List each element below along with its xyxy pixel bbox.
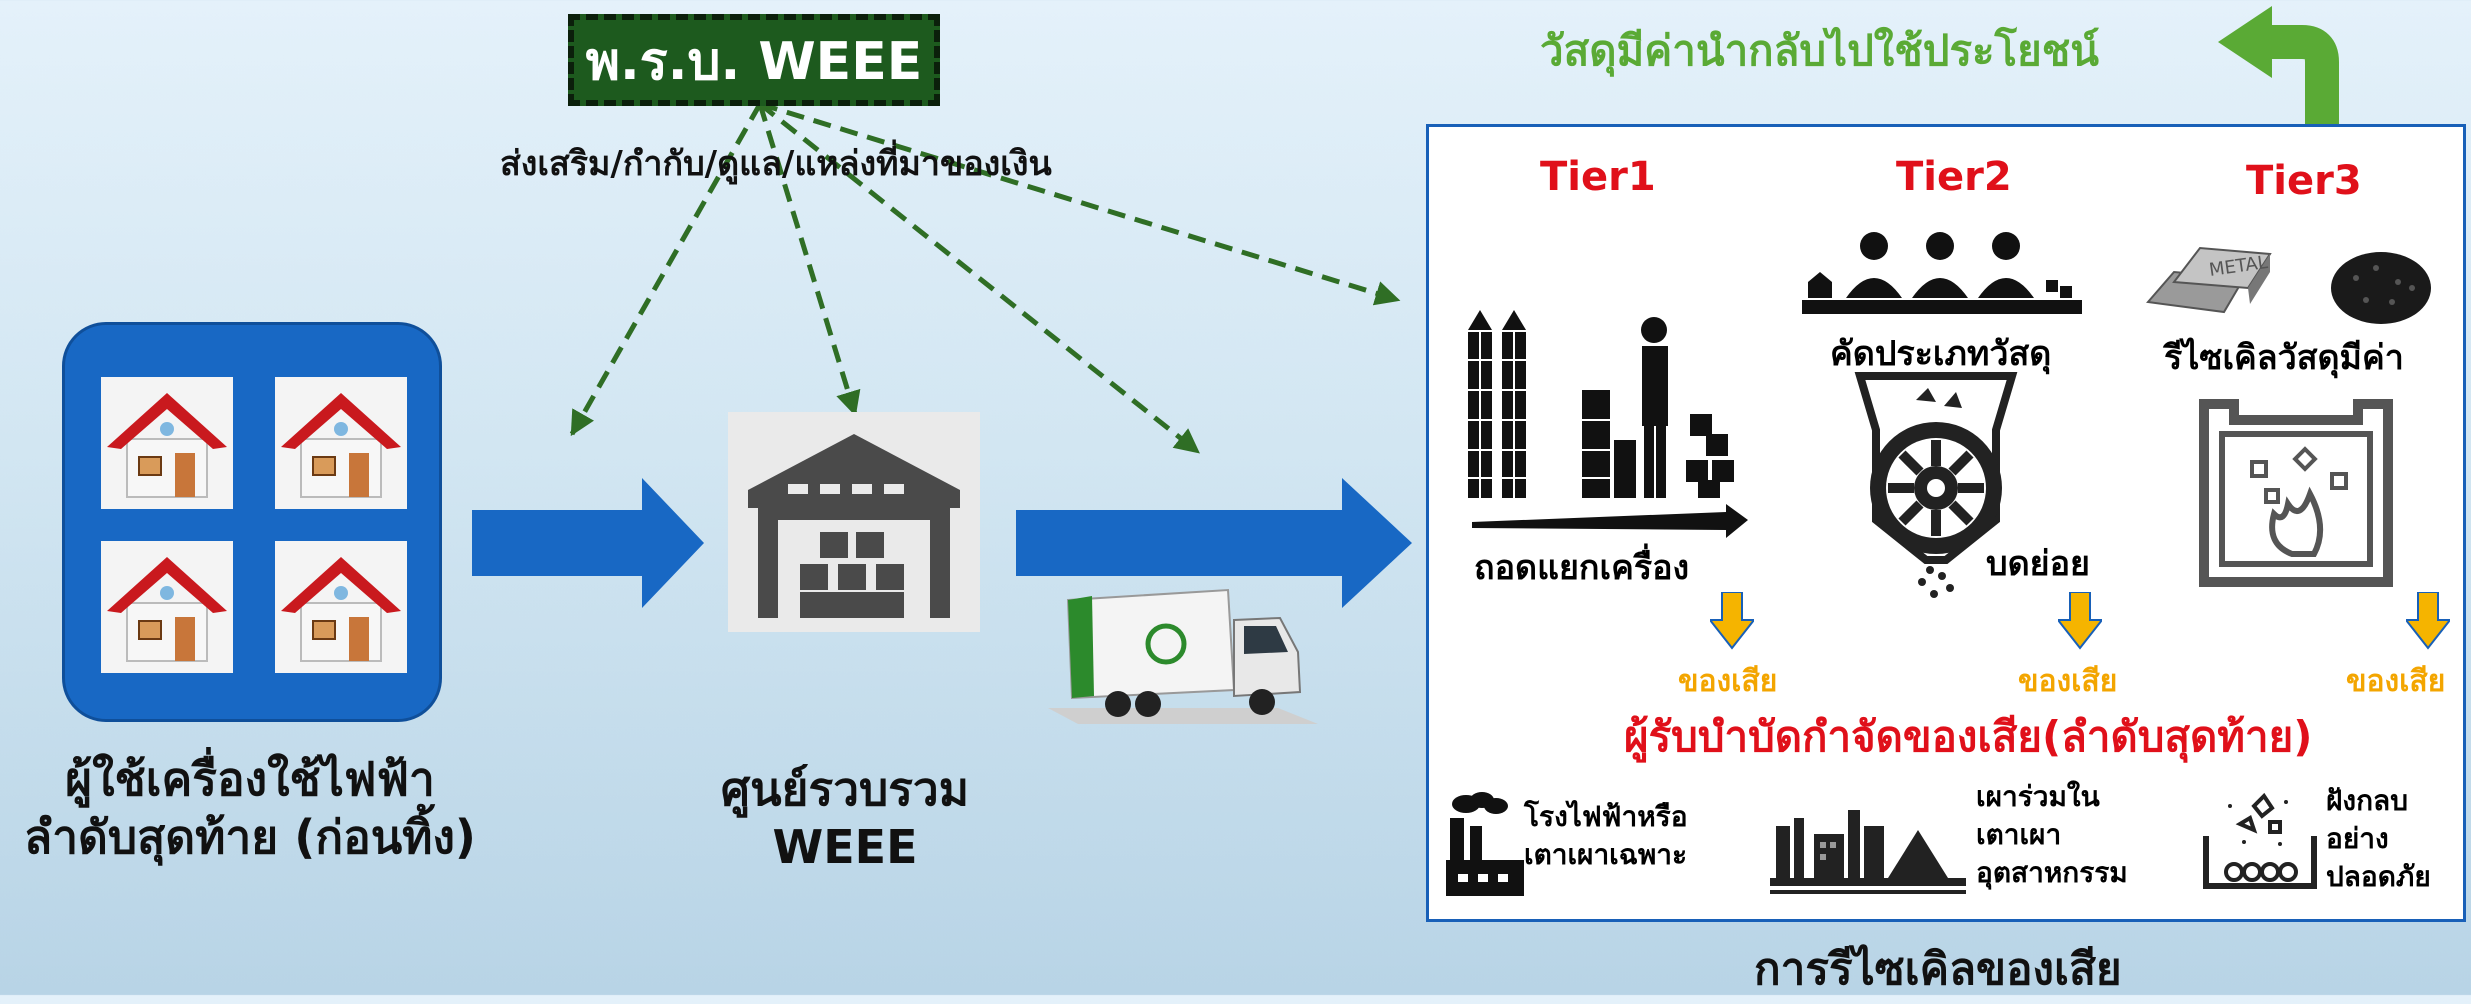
disposer-title: ผู้รับบำบัดกำจัดของเสีย(ลำดับสุดท้าย) (1624, 712, 2313, 761)
users-label: ผู้ใช้เครื่องใช้ไฟฟ้า ลำดับสุดท้าย (ก่อน… (24, 752, 476, 864)
collection-center-label: ศูนย์รวบรวม WEEE (720, 762, 970, 874)
workers-icon (1802, 228, 2082, 342)
garbage-truck-icon (1048, 580, 1328, 734)
tier3-label: รีไซเคิลวัสดุมีค่า (2164, 338, 2404, 378)
shredder-icon (1846, 370, 2026, 604)
waste-arrow-icon (1710, 592, 1754, 650)
waste-label-tier1: ของเสีย (1678, 664, 1778, 699)
waste-arrow-icon (2406, 592, 2450, 650)
recycled-materials-label: วัสดุมีค่านำกลับไปใช้ประโยชน์ (1540, 26, 2099, 75)
tier1-title: Tier1 (1540, 154, 1656, 200)
warehouse-icon (728, 412, 980, 632)
act-roles-label: ส่งเสริม/กำกับ/ดูแล/แหล่งที่มาของเงิน (500, 144, 1052, 184)
regulation-arrows (569, 101, 1401, 454)
facility-power-plant-label: โรงไฟฟ้าหรือ เตาเผาเฉพาะ (1524, 800, 1688, 871)
waste-label-tier2: ของเสีย (2018, 664, 2118, 699)
facility-kiln-label: เผาร่วมใน เตาเผา อุตสาหกรรม (1976, 780, 2128, 889)
households-box (62, 322, 442, 722)
return-arrow (2218, 6, 2339, 124)
house-icon (101, 377, 233, 509)
house-icon (275, 541, 407, 673)
granules-icon (2326, 238, 2436, 332)
disassembly-icon (1458, 310, 1748, 554)
landfill-icon (2200, 786, 2320, 900)
tier2-label: คัดประเภทวัสดุ (1830, 334, 2052, 374)
house-icon (101, 541, 233, 673)
recycling-title: การรีไซเคิลของเสีย (1754, 944, 2122, 995)
power-plant-icon (1444, 790, 1526, 904)
furnace-icon (2196, 394, 2396, 598)
arrow-to-recycling (1016, 478, 1412, 608)
weee-act-title: พ.ร.บ. WEEE (585, 31, 923, 92)
tier1-label: ถอดแยกเครื่อง (1474, 548, 1690, 588)
metal-ingot-icon: METAL (2144, 232, 2284, 336)
arrow-to-center (472, 478, 704, 608)
facility-landfill-label: ฝังกลบ อย่าง ปลอดภัย (2326, 784, 2431, 893)
weee-act-box: พ.ร.บ. WEEE (568, 14, 940, 106)
tier2-shred-label: บดย่อย (1986, 544, 2090, 584)
waste-label-tier3: ของเสีย (2346, 664, 2446, 699)
tier2-title: Tier2 (1896, 154, 2012, 200)
house-icon (275, 377, 407, 509)
waste-arrow-icon (2058, 592, 2102, 650)
tier3-title: Tier3 (2246, 158, 2362, 204)
industrial-kiln-icon (1768, 790, 1968, 904)
